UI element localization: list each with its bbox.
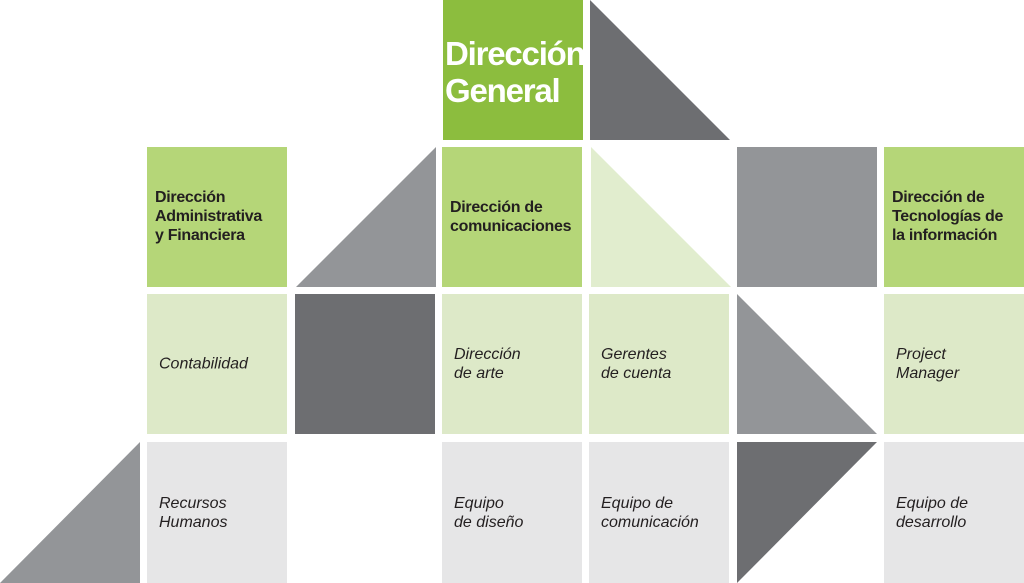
direccion-general-title: Dirección General: [445, 35, 586, 110]
unit-label: Equipo de desarrollo: [896, 493, 1020, 531]
label-line: Recursos: [159, 494, 227, 512]
label-line: de arte: [454, 365, 504, 382]
label-line: Dirección: [155, 189, 226, 207]
label-line: Contabilidad: [159, 355, 248, 373]
triangle-shape: [737, 442, 877, 583]
label-line: Equipo de: [896, 494, 969, 512]
decor-triangle: [590, 0, 730, 140]
decor-triangle: [737, 294, 877, 434]
triangle-shape: [737, 294, 877, 434]
unit-label: Equipo de diseño: [454, 493, 578, 531]
label-line: Tecnologías de: [892, 208, 1004, 226]
unit-recursos-humanos: Recursos Humanos: [147, 442, 287, 583]
label-line: comunicación: [601, 513, 699, 531]
unit-label: Gerentes de cuenta: [601, 345, 725, 383]
dept-tecnologias-informacion: Dirección de Tecnologías de la informaci…: [884, 147, 1024, 287]
label-line: Equipo de: [601, 494, 674, 512]
triangle-shape: [0, 442, 140, 583]
label-line: Administrativa: [155, 208, 262, 226]
label-line: Humanos: [159, 513, 228, 531]
unit-contabilidad: Contabilidad: [147, 294, 287, 434]
label-line: Manager: [896, 365, 960, 382]
triangle-shape: [591, 147, 731, 287]
unit-equipo-diseno: Equipo de diseño: [442, 442, 582, 583]
triangle-shape: [296, 147, 436, 287]
square-shape: [737, 147, 877, 287]
unit-equipo-comunicacion: Equipo de comunicación: [589, 442, 729, 583]
label-line: Gerentes: [601, 345, 667, 363]
decor-triangle: [737, 442, 877, 583]
decor-triangle: [591, 147, 731, 287]
square-shape: [295, 294, 435, 434]
label-line: de cuenta: [601, 365, 672, 382]
label-line: Project: [896, 345, 946, 363]
label-line: Dirección: [454, 345, 521, 363]
label-line: desarrollo: [896, 513, 967, 531]
label-line: Dirección de: [892, 189, 985, 207]
unit-equipo-desarrollo: Equipo de desarrollo: [884, 442, 1024, 583]
label-line: Dirección de: [450, 198, 543, 216]
title-line: Dirección: [445, 35, 586, 72]
unit-label: Dirección de arte: [454, 345, 578, 383]
unit-gerentes-cuenta: Gerentes de cuenta: [589, 294, 729, 434]
dept-comunicaciones: Dirección de comunicaciones: [442, 147, 582, 287]
label-line: la información: [892, 227, 998, 245]
decor-square: [295, 294, 435, 434]
direccion-general-box: Dirección General: [443, 0, 586, 140]
unit-direccion-arte: Dirección de arte: [442, 294, 582, 434]
unit-label: Equipo de comunicación: [601, 493, 725, 531]
label-line: de diseño: [454, 513, 524, 531]
label-line: Equipo: [454, 494, 504, 512]
title-line: General: [445, 71, 561, 109]
label-line: comunicaciones: [450, 218, 572, 235]
dept-label: Dirección de Tecnologías de la informaci…: [892, 188, 1020, 246]
unit-label: Recursos Humanos: [159, 493, 283, 531]
dept-label: Dirección de comunicaciones: [450, 198, 578, 236]
unit-label: Contabilidad: [159, 354, 283, 373]
label-line: y Financiera: [155, 227, 245, 245]
dept-administrativa-financiera: Dirección Administrativa y Financiera: [147, 147, 287, 287]
decor-square: [737, 147, 877, 287]
dept-label: Dirección Administrativa y Financiera: [155, 188, 283, 246]
decor-triangle: [0, 442, 140, 583]
decor-triangle: [296, 147, 436, 287]
unit-project-manager: Project Manager: [884, 294, 1024, 434]
unit-label: Project Manager: [896, 345, 1020, 383]
triangle-shape: [590, 0, 730, 140]
